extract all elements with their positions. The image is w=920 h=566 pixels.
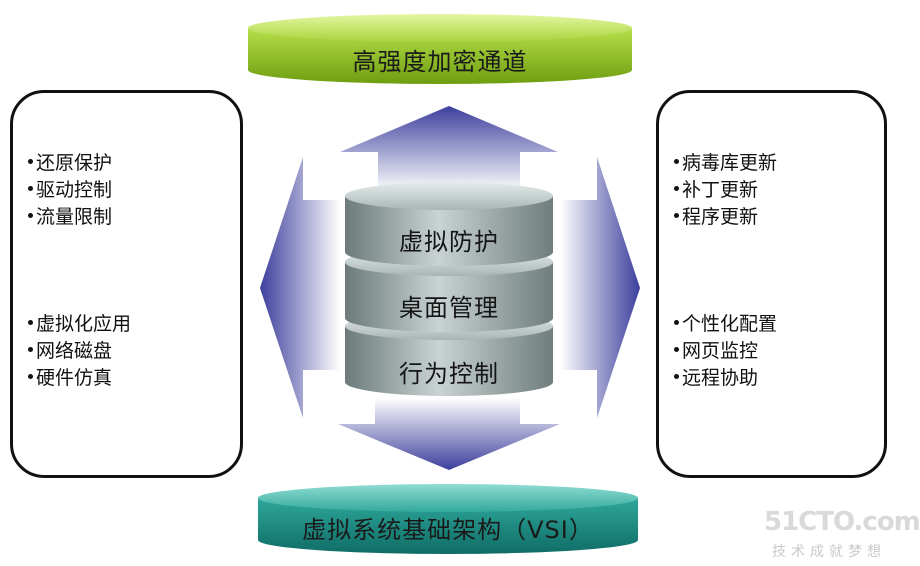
bullet-icon: [28, 374, 33, 379]
left-arrow: [260, 157, 340, 418]
bullet-icon: [674, 186, 679, 191]
bottom-disc-label: 虚拟系统基础架构（VSI）: [302, 516, 594, 544]
top-disc: [248, 14, 632, 84]
list-item: 个性化配置: [674, 311, 777, 338]
list-item: 网页监控: [674, 338, 777, 365]
bullet-icon: [674, 213, 679, 218]
bullet-icon: [28, 186, 33, 191]
top-disc-label: 高强度加密通道: [352, 48, 528, 76]
bullet-icon: [674, 347, 679, 352]
up-arrow: [340, 106, 558, 192]
right-list-group-1: 病毒库更新 补丁更新 程序更新: [674, 150, 777, 231]
right-panel: [656, 90, 887, 478]
bullet-icon: [674, 159, 679, 164]
bottom-disc: [258, 484, 638, 554]
watermark-slogan: 技术成就梦想: [772, 544, 886, 560]
list-item: 程序更新: [674, 204, 777, 231]
left-panel: [10, 90, 243, 478]
cylinder-layer-label: 行为控制: [399, 360, 499, 388]
left-list-group-2: 虚拟化应用 网络磁盘 硬件仿真: [28, 311, 131, 392]
list-item: 流量限制: [28, 204, 112, 231]
list-item: 虚拟化应用: [28, 311, 131, 338]
list-item: 病毒库更新: [674, 150, 777, 177]
bullet-icon: [28, 213, 33, 218]
right-arrow: [560, 157, 640, 418]
bullet-icon: [28, 159, 33, 164]
list-item: 补丁更新: [674, 177, 777, 204]
list-item: 驱动控制: [28, 177, 112, 204]
cylinder-layer-label: 虚拟防护: [399, 228, 499, 256]
list-item: 网络磁盘: [28, 338, 131, 365]
list-item: 远程协助: [674, 365, 777, 392]
bullet-icon: [674, 320, 679, 325]
cylinder-stack: [345, 182, 553, 396]
down-arrow: [338, 398, 560, 470]
list-item: 硬件仿真: [28, 365, 131, 392]
list-item: 还原保护: [28, 150, 112, 177]
bullet-icon: [28, 347, 33, 352]
watermark-brand: 51CTO.com: [764, 507, 920, 537]
bullet-icon: [674, 374, 679, 379]
left-list-group-1: 还原保护 驱动控制 流量限制: [28, 150, 112, 231]
bullet-icon: [28, 320, 33, 325]
cylinder-layer-label: 桌面管理: [399, 294, 499, 322]
right-list-group-2: 个性化配置 网页监控 远程协助: [674, 311, 777, 392]
